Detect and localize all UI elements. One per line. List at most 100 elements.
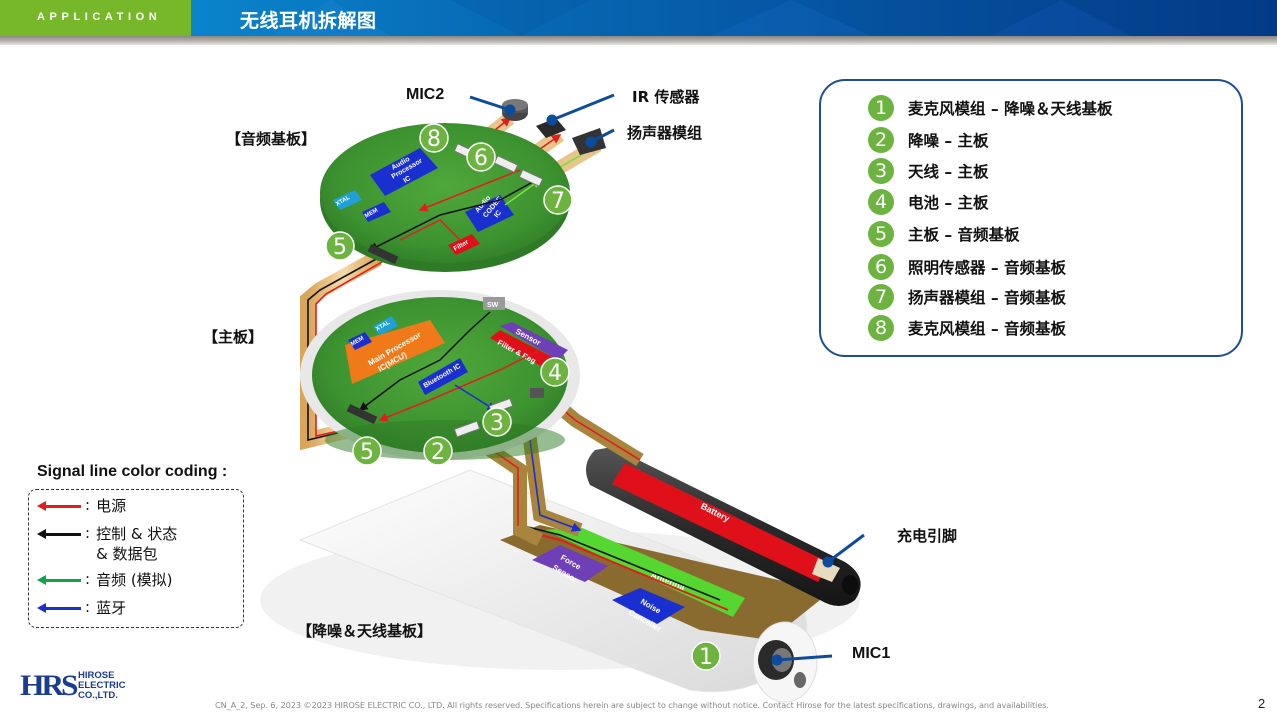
logo-text: HIROSE ELECTRIC CO.,LTD. [78,671,126,701]
main-board-label: 【主板】 [203,328,264,346]
logo-line: CO.,LTD. [78,690,118,701]
connection-item: 4 电池 – 主板 [868,189,989,215]
badge-icon: 5 [868,221,894,247]
connection-label: 电池 – 主板 [908,194,989,212]
callout-lines [469,93,865,666]
svg-text:4: 4 [548,361,562,386]
connector-5-audio [367,244,399,264]
arrow-left-icon [37,499,81,513]
signal-label: 音频 (模拟) [96,571,173,589]
badge-icon: 1 [868,95,894,121]
connection-label: 主板 – 音频基板 [908,226,1020,244]
audio-board-label: 【音频基板】 [226,130,317,148]
page-number: 2 [1258,696,1266,711]
charge-pin-label: 充电引脚 [897,527,958,545]
badge-5-audio: 5 [325,231,355,261]
charge-pin [812,558,840,582]
audio-codec-label-3: IC [493,209,503,219]
badge-2: 2 [423,436,453,466]
signal-item-control: :控制 & 状态 & 数据包 [37,524,177,564]
arrow-left-icon [37,573,81,587]
connection-item: 6 照明传感器 – 音频基板 [868,254,1066,280]
arrow-left-icon [37,601,81,615]
header-shadow [0,36,1277,45]
sensor-chip [500,322,568,360]
svg-text:1: 1 [699,645,713,670]
svg-text:2: 2 [431,440,445,465]
nc-antenna-board-label: 【降噪＆天线基板】 [297,622,433,640]
badge-8: 8 [419,123,449,153]
xtal-chip-main [373,316,398,335]
svg-text:6: 6 [474,146,488,171]
section-label: APPLICATION [37,11,162,23]
arrow-left-icon [37,527,81,541]
signal-item-power: :电源 [37,496,126,516]
connector-2 [453,420,481,438]
signal-label: 蓝牙 [96,599,127,617]
mem-chip-main [348,332,372,350]
badge-icon: 8 [868,315,894,341]
mem-chip-audio [362,202,391,222]
audio-codec-chip [465,195,514,232]
main-processor-chip [345,320,445,384]
speaker-label: 扬声器模组 [627,124,703,142]
svg-text:8: 8 [427,127,441,152]
badge-4: 4 [540,357,570,387]
company-logo: HRS HIROSE ELECTRIC CO.,LTD. [20,670,130,702]
svg-text:7: 7 [551,189,565,214]
connector-6 [493,155,519,173]
sw-chip [483,297,505,310]
xtal-chip-audio [333,190,362,210]
mic1-label: MIC1 [852,645,891,662]
sw-label: SW [487,302,499,309]
signal-item-bluetooth: :蓝牙 [37,598,126,618]
connection-label: 麦克风模组 – 降噪＆天线基板 [908,100,1113,118]
force-sensor-chip [532,545,608,582]
connector-7 [518,169,544,187]
page-title: 无线耳机拆解图 [240,10,377,32]
svg-text:5: 5 [360,440,374,465]
connection-label: 照明传感器 – 音频基板 [908,259,1067,277]
bluetooth-chip [418,358,468,395]
connector-badges: 8 6 7 5 4 3 2 5 1 [325,123,721,671]
badge-5-main: 5 [352,436,382,466]
filter-reg-chip [490,330,562,372]
nc-antenna-board-shell: Antenna Force Sensor Noise Canceller [298,469,830,703]
header-bar: APPLICATION 无线耳机拆解图 [0,0,1277,36]
ir-sensor-label: IR 传感器 [632,88,700,106]
logo-mark: HRS [20,669,78,702]
signal-label: 控制 & 状态 & 数据包 [96,525,178,563]
signal-legend: :电源 :控制 & 状态 & 数据包 :音频 (模拟) :蓝牙 [28,489,244,628]
title-band [191,0,1277,36]
badge-icon: 3 [868,158,894,184]
copyright-notice: CN_A_2, Sep. 6, 2023 ©2023 HIROSE ELECTR… [215,700,1049,710]
top-components [502,99,606,155]
badge-6: 6 [466,142,496,172]
audio-board: Audio Processor IC Audio CODEC IC XTAL M… [320,123,570,272]
logo-line: ELECTRIC [78,680,126,691]
audio-processor-label-3: IC [403,175,413,185]
connection-label: 扬声器模组 – 音频基板 [908,289,1067,307]
svg-text:5: 5 [333,235,347,260]
badge-1: 1 [691,641,721,671]
filter-chip [448,234,480,255]
connection-item: 5 主板 – 音频基板 [868,221,1020,247]
badge-icon: 6 [868,254,894,280]
svg-text:3: 3 [490,411,504,436]
connection-label: 天线 – 主板 [908,163,989,181]
battery-cell [612,463,830,582]
audio-processor-chip [370,148,438,196]
connection-item: 8 麦克风模组 – 音频基板 [868,315,1066,341]
connection-item: 1 麦克风模组 – 降噪＆天线基板 [868,95,1113,121]
connector-5-main [346,404,378,424]
main-board: Main Processor IC(MCU) MEM XTAL Bluetoot… [300,290,580,460]
signal-item-audio: :音频 (模拟) [37,570,173,590]
connector-4 [530,388,544,398]
connection-label: 麦克风模组 – 音频基板 [908,320,1067,338]
noise-canceller-chip [612,588,685,624]
badge-icon: 4 [868,189,894,215]
badge-3: 3 [482,407,512,437]
